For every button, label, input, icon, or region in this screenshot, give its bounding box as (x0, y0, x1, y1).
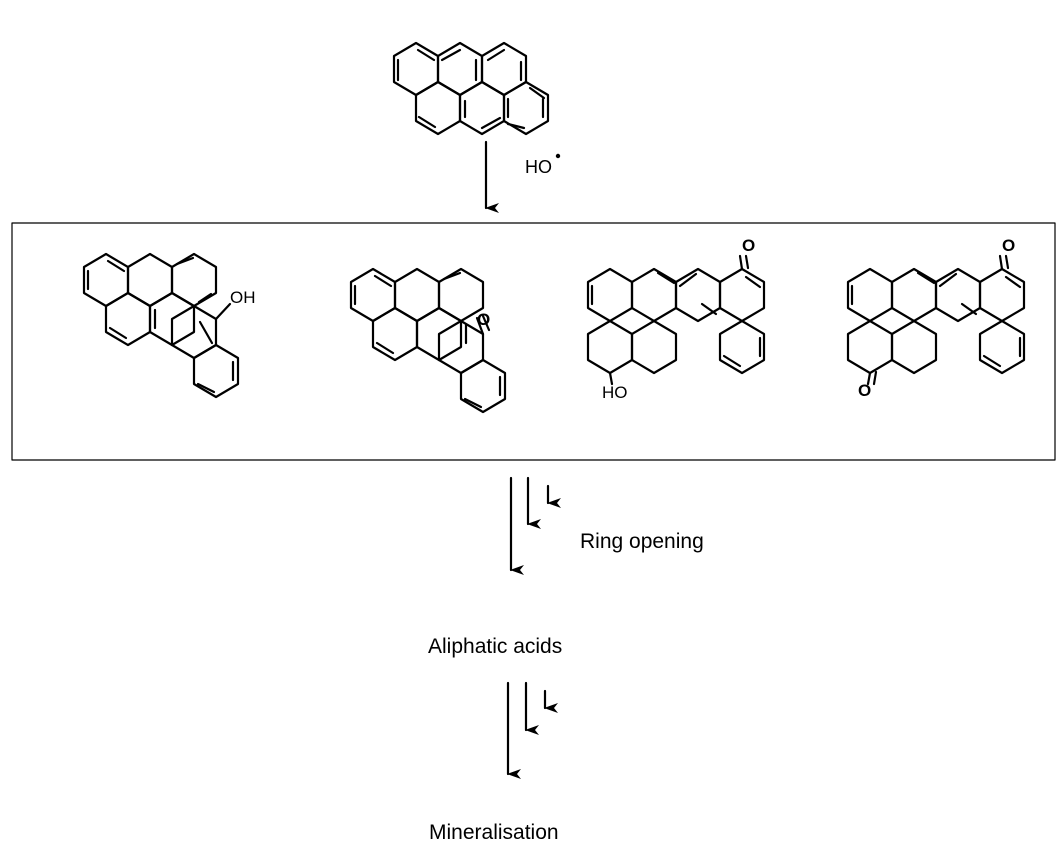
ring-opening-label: Ring opening (580, 530, 704, 553)
hydroxyl-radical-label: HO (525, 157, 552, 177)
product-3-oxygen-label: O (742, 236, 756, 255)
product-4-oxygen-bottom-label: O (858, 381, 872, 400)
product-2-oxygen-label: O (477, 310, 491, 329)
product-3-ho-label: HO (602, 383, 628, 402)
product-1-oh-label: OH (230, 288, 256, 307)
product-2-ketone-molecule (349, 267, 507, 414)
products-box (11, 222, 1056, 461)
product-1-hydroxy-molecule (82, 252, 240, 399)
mineralisation-arrows (506, 681, 558, 779)
product-4-diketone-molecule (846, 254, 1026, 386)
product-3-hydroxy-ketone-molecule (586, 254, 766, 386)
product-4-oxygen-top-label: O (1002, 236, 1016, 255)
ring-opening-arrows (509, 476, 561, 575)
benzo-a-pyrene-molecule (392, 41, 550, 136)
mineralisation-label: Mineralisation (429, 821, 559, 844)
aliphatic-acids-label: Aliphatic acids (428, 635, 563, 658)
radical-dot (555, 153, 561, 159)
